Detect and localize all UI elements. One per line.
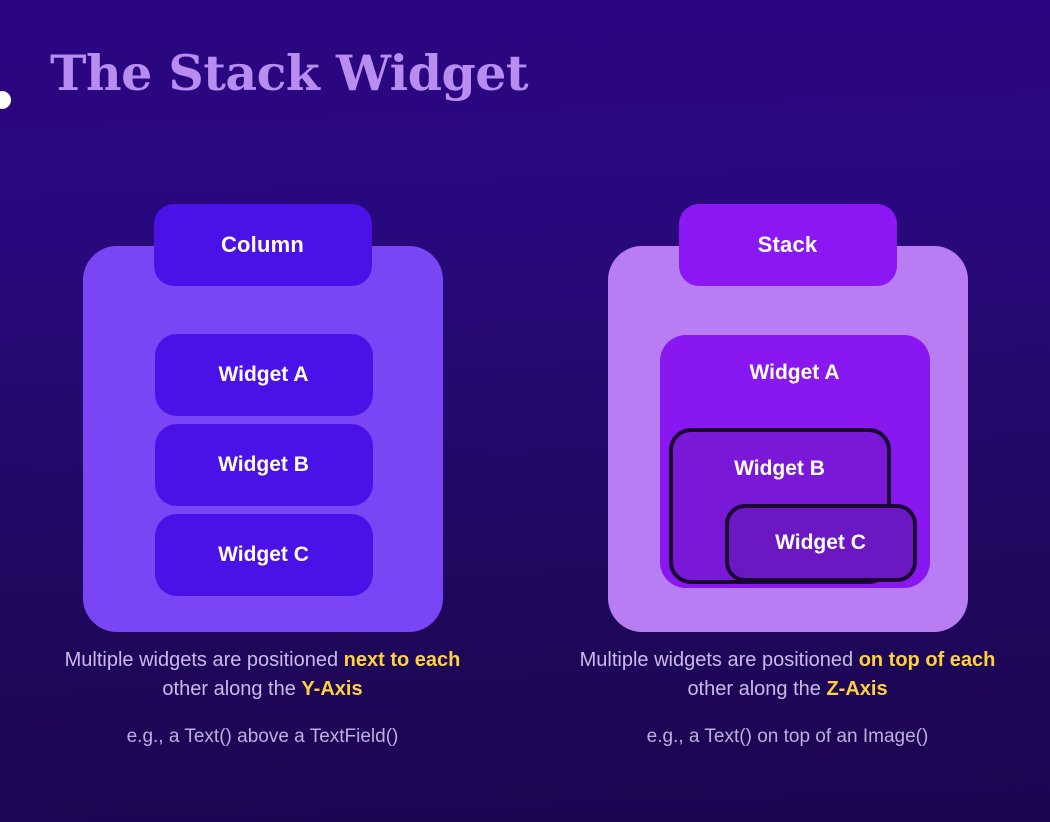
stack-item-widget-c[interactable]: Widget C (724, 504, 917, 582)
decorative-dot-icon (0, 91, 11, 109)
column-caption-seg1: Multiple widgets are positioned (64, 649, 344, 671)
panel-stack: Stack Widget A Widget B Widget C Multipl… (525, 204, 1050, 748)
column-example: e.g., a Text() above a TextField() (126, 726, 399, 747)
stack-caption-seg1: Multiple widgets are positioned (579, 649, 859, 671)
stack-chip[interactable]: Stack (678, 204, 897, 286)
stack-caption-highlight2: Z-Axis (826, 678, 888, 700)
column-caption-highlight1: next to each (343, 649, 461, 671)
stack-example: e.g., a Text() on top of an Image() (646, 726, 929, 747)
column-item-widget-c[interactable]: Widget C (154, 514, 373, 596)
column-caption: Multiple widgets are positioned next to … (48, 646, 478, 704)
stack-diagram: Stack Widget A Widget B Widget C (607, 204, 968, 632)
panel-column: Column Widget A Widget B Widget C Multip… (0, 204, 525, 748)
column-caption-seg3: other along the (162, 678, 302, 700)
stack-caption-highlight1: on top of each (858, 649, 996, 671)
stack-item-widget-b-label: Widget B (734, 457, 825, 480)
column-diagram: Column Widget A Widget B Widget C (82, 204, 443, 632)
column-items-list: Widget A Widget B Widget C (154, 334, 373, 596)
column-item-widget-a[interactable]: Widget A (154, 334, 373, 416)
column-caption-highlight2: Y-Axis (301, 678, 363, 700)
stack-caption-seg3: other along the (687, 678, 827, 700)
column-chip[interactable]: Column (153, 204, 372, 286)
panels-row: Column Widget A Widget B Widget C Multip… (0, 204, 1050, 748)
page-title: The Stack Widget (50, 44, 529, 102)
stack-item-widget-a-label: Widget A (749, 361, 840, 384)
column-item-widget-b[interactable]: Widget B (154, 424, 373, 506)
stack-caption: Multiple widgets are positioned on top o… (573, 646, 1003, 704)
